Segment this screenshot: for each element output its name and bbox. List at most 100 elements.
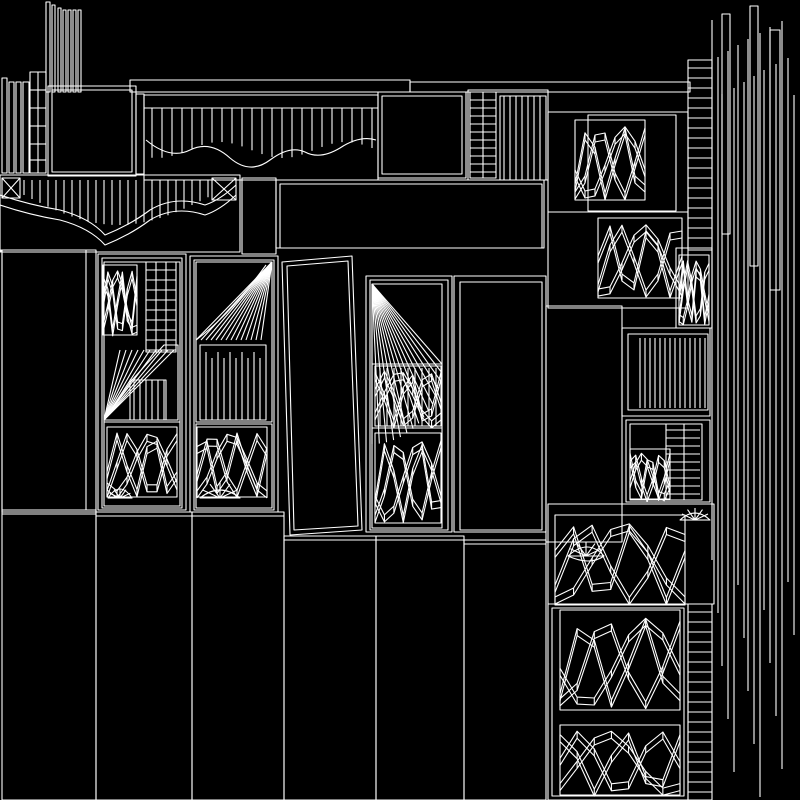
edge-strip-box: [769, 29, 781, 291]
ornament-strand: [629, 460, 671, 502]
ornament-mid-right: [597, 217, 683, 299]
ornament-strand: [559, 730, 681, 785]
ornament-strand: [678, 267, 710, 326]
ornament-strand: [678, 260, 710, 318]
ornament-small: [629, 448, 671, 503]
ornament-strand: [374, 370, 442, 420]
ornament-bottom-right-a: [559, 609, 681, 711]
ornament-left-top: [102, 264, 138, 337]
fan-ray: [195, 261, 273, 341]
top-left-stripe-cluster: [45, 1, 82, 93]
grid-column: [687, 59, 713, 251]
ornament-strand: [554, 523, 686, 598]
fan-ray: [225, 261, 273, 341]
fan-ray: [255, 261, 273, 341]
ornament-frame: [102, 264, 138, 336]
fan-ray: [371, 283, 388, 443]
ornament-strand: [102, 271, 138, 330]
ornament-frame: [559, 609, 681, 711]
fan-ray: [371, 283, 414, 429]
ornament-strand: [554, 525, 686, 599]
shell-rib: [219, 489, 238, 499]
fan-ray: [240, 261, 273, 341]
shell-rib: [109, 492, 121, 499]
ornament-lower-right: [554, 514, 686, 606]
shell-ornaments: [107, 482, 711, 562]
shell-rib: [585, 548, 602, 557]
fan-ray: [215, 261, 273, 341]
fan-ray: [260, 261, 273, 341]
right-edge-stripes: [711, 5, 795, 797]
fan-ray: [230, 261, 273, 341]
ornament-strand: [106, 439, 178, 498]
ornament-frame: [574, 119, 646, 201]
right-stripe-blocks: [627, 333, 709, 501]
ornament-strand: [559, 628, 681, 710]
ornament-frame: [106, 426, 178, 498]
ornament-strand: [196, 439, 268, 498]
ornament-frame: [374, 432, 442, 524]
fan-ray: [205, 261, 273, 341]
ornament-strand: [559, 732, 681, 790]
fan-ray: [371, 283, 443, 373]
ornament-frame: [678, 254, 710, 326]
edge-strip-box: [749, 5, 759, 267]
ornament-strand: [196, 432, 268, 491]
ornament-strand: [554, 532, 686, 606]
ornament-strand: [559, 621, 681, 703]
shell-rib: [219, 483, 231, 499]
ornament-frame: [559, 724, 681, 796]
fan-ray: [103, 349, 133, 421]
ornament-strand: [559, 737, 681, 792]
bottom-panels: [1, 509, 547, 800]
ornament-strand: [559, 617, 681, 699]
ornament-right-mid: [374, 365, 442, 429]
city-window-center: [195, 261, 273, 509]
curtain-panel: [143, 94, 379, 181]
fan-window-right: [371, 283, 443, 529]
ornament-strand: [597, 224, 683, 290]
shell-rib: [119, 489, 127, 499]
ornament-strand: [196, 439, 268, 498]
fan-ray: [103, 349, 145, 421]
ornament-frame: [196, 426, 268, 498]
ornament-strand: [374, 443, 442, 517]
ornament-strand: [629, 461, 671, 503]
ornament-frame: [629, 448, 671, 500]
ornament-center-bottom: [196, 426, 268, 499]
fan-ray: [235, 261, 273, 341]
ornament-strand: [374, 378, 442, 429]
ornament-strand: [374, 371, 442, 422]
ornament-strand: [106, 432, 178, 491]
shell-rib: [681, 513, 696, 521]
ornament-strand: [597, 231, 683, 297]
shell-rib: [570, 548, 587, 557]
shell-rib: [119, 492, 131, 499]
shell-rib: [694, 509, 703, 521]
fan-ray: [103, 349, 127, 421]
ornament-strand: [597, 231, 683, 298]
ornament-strand: [374, 450, 442, 524]
ornament-strand: [678, 267, 710, 324]
ornament-strand: [554, 530, 686, 605]
shell-rib: [576, 543, 587, 557]
ornament-strand: [374, 448, 442, 523]
grid-column: [0, 249, 3, 252]
ornament-strand: [629, 459, 671, 502]
fan-ray: [103, 349, 151, 421]
ornament-left-bottom: [106, 426, 178, 499]
ornament-strand: [196, 433, 268, 492]
ornament-strand: [597, 225, 683, 292]
shell-rib: [113, 489, 121, 499]
fan-ray: [371, 283, 443, 365]
ornament-strand: [374, 440, 442, 516]
middle-panels: [1, 249, 623, 543]
ornament-strand: [102, 278, 138, 337]
fan-ray: [103, 349, 139, 421]
ornament-strand: [629, 453, 671, 495]
fan-ray: [371, 283, 402, 438]
ornament-strand: [374, 377, 442, 427]
left-edge-stripes: [1, 71, 47, 174]
fan-ray: [103, 349, 121, 421]
